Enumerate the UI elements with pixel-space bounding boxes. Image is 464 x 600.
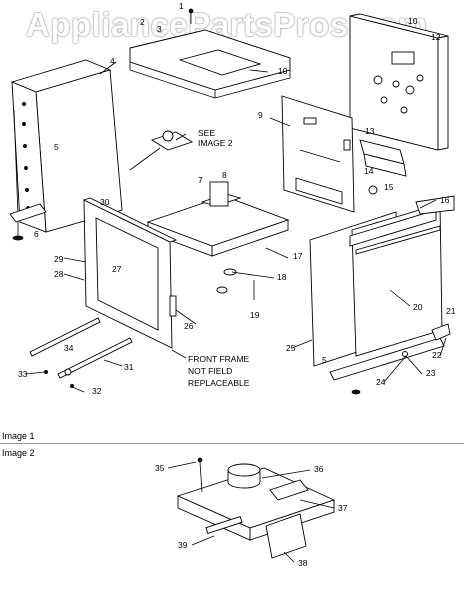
svg-text:FRONT FRAME: FRONT FRAME xyxy=(188,354,250,364)
callout-8: 8 xyxy=(222,170,227,180)
rails xyxy=(29,317,133,388)
callout-13: 13 xyxy=(365,126,375,136)
svg-text:REPLACEABLE: REPLACEABLE xyxy=(188,378,250,388)
callout-39: 39 xyxy=(178,540,188,550)
svg-text:NOT FIELD: NOT FIELD xyxy=(188,366,232,376)
callout-19: 19 xyxy=(250,310,260,320)
callouts-image1: 1 2 3 4 5 6 7 8 9 10 10 12 13 14 15 16 1… xyxy=(18,1,456,396)
image1-label: Image 1 xyxy=(2,431,35,441)
callout-3: 3 xyxy=(157,24,162,34)
top-panel xyxy=(129,29,291,99)
callout-1: 1 xyxy=(179,1,184,11)
svg-text:IMAGE 2: IMAGE 2 xyxy=(198,138,233,148)
part-15 xyxy=(368,185,378,195)
callout-20: 20 xyxy=(413,302,423,312)
valve-assembly-detail xyxy=(176,457,336,559)
callout-17: 17 xyxy=(293,251,303,261)
callout-30: 30 xyxy=(100,197,110,207)
callout-23: 23 xyxy=(426,368,436,378)
inner-back-panel xyxy=(281,95,355,213)
right-side-panel xyxy=(309,195,455,395)
bracket xyxy=(359,139,407,177)
note-see-image2: SEE IMAGE 2 xyxy=(198,128,233,148)
callout-7: 7 xyxy=(198,175,203,185)
callout-28: 28 xyxy=(54,269,64,279)
callout-10b: 10 xyxy=(408,16,418,26)
callouts-image2: 35 36 37 38 39 xyxy=(155,463,348,568)
leader-lines-image2 xyxy=(167,461,335,563)
callout-5a: 5 xyxy=(54,142,59,152)
oven-bottom xyxy=(146,181,290,300)
callout-18: 18 xyxy=(277,272,287,282)
section-divider xyxy=(0,443,464,444)
callout-27: 27 xyxy=(112,264,122,274)
callout-5b: 5 xyxy=(322,355,327,365)
callout-14: 14 xyxy=(364,166,374,176)
callout-2: 2 xyxy=(140,17,145,27)
callout-34: 34 xyxy=(64,343,74,353)
image2-label: Image 2 xyxy=(2,448,35,458)
callout-31: 31 xyxy=(124,362,134,372)
svg-text:SEE: SEE xyxy=(198,128,215,138)
callout-33: 33 xyxy=(18,369,28,379)
screw-1 xyxy=(188,8,194,24)
callout-38: 38 xyxy=(298,558,308,568)
callout-4: 4 xyxy=(110,56,115,66)
left-side-panel xyxy=(9,59,123,241)
callout-6: 6 xyxy=(34,229,39,239)
callout-26: 26 xyxy=(184,321,194,331)
callout-16: 16 xyxy=(440,195,450,205)
callout-24: 24 xyxy=(376,377,386,387)
note-front-frame: FRONT FRAME NOT FIELD REPLACEABLE xyxy=(188,354,250,388)
callout-29: 29 xyxy=(54,254,64,264)
front-frame xyxy=(82,197,178,349)
callout-12: 12 xyxy=(431,32,441,42)
callout-21: 21 xyxy=(446,306,456,316)
callout-9: 9 xyxy=(258,110,263,120)
callout-22: 22 xyxy=(432,350,442,360)
leader-lines xyxy=(25,61,447,393)
valve-assembly-small xyxy=(129,130,194,171)
callout-32: 32 xyxy=(92,386,102,396)
callout-37: 37 xyxy=(338,503,348,513)
callout-15: 15 xyxy=(384,182,394,192)
back-panel xyxy=(349,13,449,151)
callout-25: 25 xyxy=(286,343,296,353)
callout-36: 36 xyxy=(314,464,324,474)
callout-10a: 10 xyxy=(278,66,288,76)
callout-35: 35 xyxy=(155,463,165,473)
